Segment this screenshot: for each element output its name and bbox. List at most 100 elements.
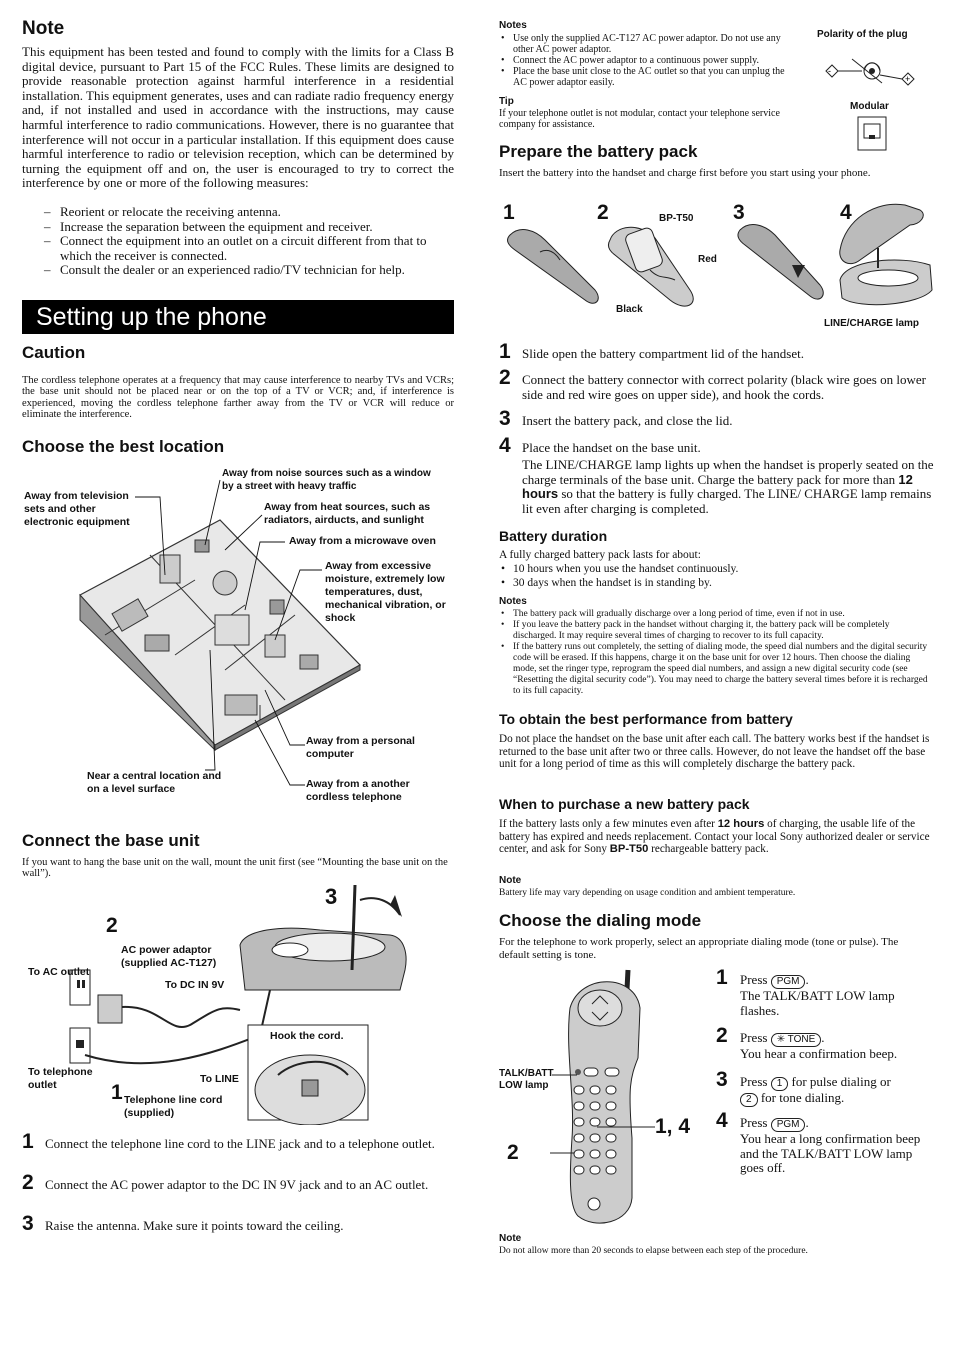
connect-heading: Connect the base unit — [22, 831, 200, 850]
duration-note: If you leave the battery pack in the han… — [499, 620, 934, 642]
dial-step-sub: The TALK/BATT LOW lamp flashes. — [740, 988, 895, 1018]
purchase-text-e: rechargeable battery pack. — [648, 843, 769, 855]
dial-step-text: Press — [740, 1030, 771, 1045]
note-item: Use only the supplied AC-T127 AC power a… — [499, 33, 799, 55]
purchase-note-heading: Note — [499, 875, 522, 886]
step4-text-c: so that the battery is fully charged. Th… — [522, 486, 932, 516]
pgm-key: PGM — [770, 1118, 806, 1132]
tip-body: If your telephone outlet is not modular,… — [499, 108, 780, 130]
duration-note: The battery pack will gradually discharg… — [499, 609, 934, 620]
key-1: 1 — [770, 1077, 789, 1091]
dial-step-text: Press — [740, 972, 771, 987]
label-line-charge-lamp: LINE/CHARGE lamp — [824, 318, 920, 329]
notes-list: Use only the supplied AC-T127 AC power a… — [499, 33, 799, 88]
battery-step4-detail: The LINE/CHARGE lamp lights up when the … — [522, 457, 937, 516]
label-to-line: To LINE — [200, 1073, 239, 1085]
label-bp-t50: BP-T50 — [659, 213, 694, 224]
label-red: Red — [698, 254, 717, 265]
tip-heading: Tip — [499, 96, 514, 107]
dial-step-text: . — [821, 1030, 825, 1045]
label-telephone-outlet: To telephone outlet — [28, 1066, 93, 1091]
dialing-intro: For the telephone to work properly, sele… — [499, 936, 899, 961]
label-line-cord: Telephone line cord (supplied) — [124, 1094, 223, 1119]
battery-step-text: Place the handset on the base unit. — [522, 440, 701, 455]
duration-item: 30 days when the handset is in standing … — [499, 577, 929, 591]
battery-fig-3: 3 — [733, 201, 745, 224]
dial-step-text: for tone dialing. — [757, 1090, 845, 1105]
battery-step-num: 3 — [499, 407, 511, 430]
svg-text:+: + — [905, 74, 910, 84]
battery-step-num: 2 — [499, 366, 511, 389]
note-heading: Note — [22, 18, 65, 39]
battery-step-num: 1 — [499, 340, 511, 363]
measure-item: Increase the separation between the equi… — [22, 219, 454, 235]
dialing-heading: Choose the dialing mode — [499, 911, 702, 930]
duration-item: 10 hours when you use the handset contin… — [499, 563, 929, 577]
label-microwave: Away from a microwave oven — [289, 535, 436, 547]
label-polarity: Polarity of the plug — [817, 29, 908, 40]
figure-callout-2: 2 — [106, 914, 118, 937]
svg-text:-: - — [828, 66, 831, 76]
purchase-text-c: of charging, the usable life of the batt… — [499, 818, 930, 855]
dial-step-1: Press PGM. The TALK/BATT LOW lamp flashe… — [740, 972, 935, 1018]
polarity-symbol-icon: + - — [825, 58, 915, 86]
connect-step-num: 1 — [22, 1130, 34, 1153]
label-ac-outlet: To AC outlet — [28, 966, 90, 978]
dial-step-3: Press 1 for pulse dialing or 2 for tone … — [740, 1074, 935, 1107]
purchase-heading: When to purchase a new battery pack — [499, 796, 750, 812]
label-heat: Away from heat sources, such as radiator… — [264, 501, 431, 526]
handset-illustration — [568, 969, 641, 1224]
modular-jack-icon — [857, 116, 887, 151]
battery-intro: Insert the battery into the handset and … — [499, 167, 871, 179]
performance-body: Do not place the handset on the base uni… — [499, 733, 930, 770]
label-cordless: Away from a another cordless telephone — [306, 778, 410, 803]
dial-step-4: Press PGM. You hear a long confirmation … — [740, 1115, 935, 1176]
connect-step-num: 3 — [22, 1212, 34, 1235]
note-item: Place the base unit close to the AC outl… — [499, 66, 799, 88]
caution-heading: Caution — [22, 343, 86, 362]
base-unit-connection-illustration — [69, 885, 407, 1125]
battery-step-text: Insert the battery pack, and close the l… — [522, 413, 733, 428]
connect-intro: If you want to hang the base unit on the… — [22, 857, 448, 880]
label-black: Black — [616, 304, 643, 315]
dial-step-sub: You hear a long confirmation beep and th… — [740, 1131, 921, 1175]
battery-step-num: 4 — [499, 434, 511, 457]
dial-step-text: Press — [740, 1115, 771, 1130]
fcc-measures-list: Reorient or relocate the receiving anten… — [22, 204, 454, 278]
location-heading: Choose the best location — [22, 437, 225, 456]
duration-list: 10 hours when you use the handset contin… — [499, 563, 929, 590]
purchase-hours: 12 hours — [717, 818, 765, 830]
dial-step-text: Press — [740, 1074, 771, 1089]
label-hook-cord: Hook the cord. — [270, 1030, 344, 1042]
duration-heading: Battery duration — [499, 528, 608, 544]
battery-fig-4: 4 — [840, 201, 852, 224]
label-modular: Modular — [850, 101, 889, 112]
figure-callout-3: 3 — [325, 884, 338, 909]
connect-step-num: 2 — [22, 1171, 34, 1194]
performance-heading: To obtain the best performance from batt… — [499, 711, 793, 727]
dial-step-text: . — [805, 972, 809, 987]
duration-intro: A fully charged battery pack lasts for a… — [499, 549, 701, 561]
battery-fig-1: 1 — [503, 201, 515, 224]
dial-step-num: 3 — [716, 1068, 728, 1091]
battery-step-text: Connect the battery connector with corre… — [522, 372, 926, 402]
battery-heading: Prepare the battery pack — [499, 142, 698, 161]
label-computer: Away from a personal computer — [306, 735, 415, 760]
measure-item: Reorient or relocate the receiving anten… — [22, 204, 454, 220]
dial-step-2: Press ✳ TONE. You hear a confirmation be… — [740, 1030, 935, 1062]
handset-callout-2: 2 — [507, 1141, 519, 1164]
notes-heading: Notes — [499, 20, 527, 31]
fcc-note-body: This equipment has been tested and found… — [22, 44, 454, 191]
step4-text-a: The LINE/CHARGE lamp lights up when the … — [522, 457, 934, 487]
label-talk-batt-lamp: TALK/BATT LOW lamp — [499, 1068, 554, 1091]
dial-step-num: 4 — [716, 1109, 728, 1132]
figure-callout-1: 1 — [111, 1081, 123, 1104]
caution-body: The cordless telephone operates at a fre… — [22, 375, 454, 421]
dial-step-num: 1 — [716, 966, 728, 989]
key-2: 2 — [740, 1093, 758, 1107]
purchase-body: If the battery lasts only a few minutes … — [499, 818, 934, 856]
battery-step-text: Slide open the battery compartment lid o… — [522, 346, 804, 361]
label-moisture: Away from excessive moisture, extremely … — [325, 560, 446, 624]
location-callout-lines — [135, 479, 322, 786]
duration-notes-list: The battery pack will gradually discharg… — [499, 609, 934, 697]
